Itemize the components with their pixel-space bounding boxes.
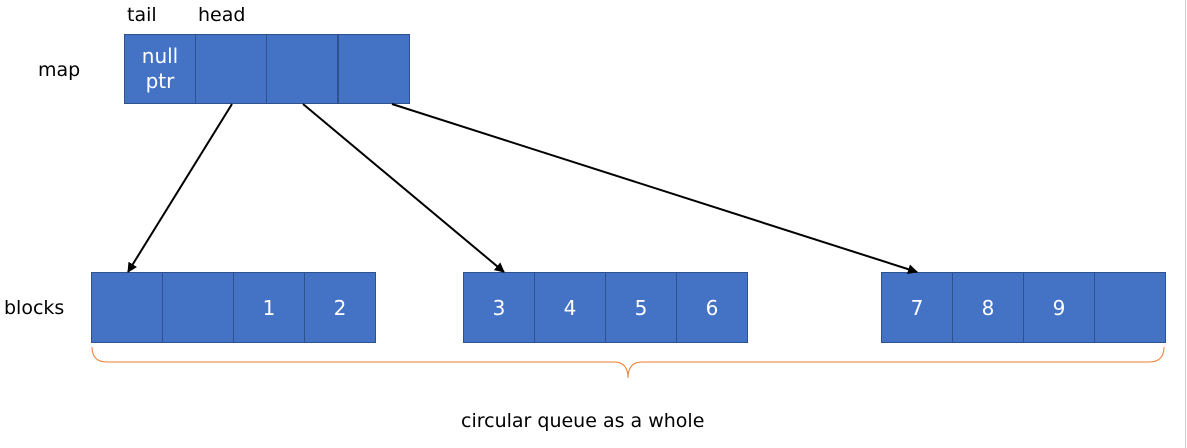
block-cell: 4 (534, 272, 606, 343)
block-cell: 9 (1023, 272, 1095, 343)
caption-label: circular queue as a whole (461, 410, 705, 432)
block-cell: 2 (304, 272, 376, 343)
map-label: map (38, 59, 81, 81)
tail-label: tail (127, 4, 157, 26)
block-cell: 7 (881, 272, 953, 343)
block-cell (91, 272, 163, 343)
image-edge (1185, 0, 1186, 448)
pointer-arrow-to-block-3 (391, 103, 918, 275)
block-cell: 1 (233, 272, 305, 343)
ptr-text: ptr (145, 69, 175, 93)
block-cell: 6 (676, 272, 748, 343)
map-cell-head (195, 34, 267, 104)
map-cell-2 (266, 34, 338, 104)
pointer-arrow-to-block-1 (127, 103, 233, 273)
null-text: null (141, 44, 179, 68)
head-label: head (198, 4, 246, 26)
block-cell (1094, 272, 1166, 343)
map-cell-null-ptr: null ptr (124, 34, 196, 104)
block-cell (162, 272, 234, 343)
map-cell-3 (338, 34, 410, 104)
pointer-arrow-to-block-2 (302, 103, 505, 273)
whole-queue-brace (91, 346, 1165, 379)
block-cell: 8 (952, 272, 1024, 343)
blocks-label: blocks (4, 297, 65, 319)
